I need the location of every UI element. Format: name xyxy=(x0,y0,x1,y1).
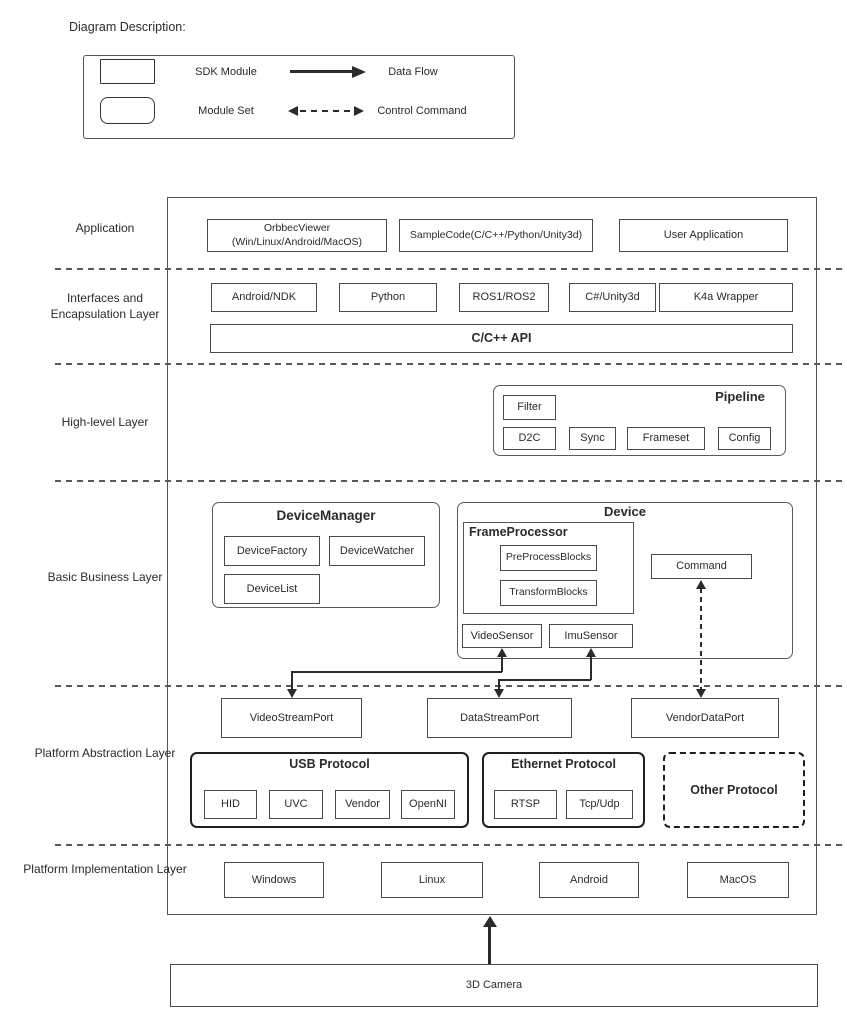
frame-processor-title: FrameProcessor xyxy=(469,525,568,539)
c-cpp-api-box: C/C++ API xyxy=(210,324,793,353)
orbbec-viewer-line2: (Win/Linux/Android/MacOS) xyxy=(231,235,363,248)
video-sensor-arrow-line xyxy=(291,671,293,690)
user-application-box: User Application xyxy=(619,219,788,252)
sdk-main-container xyxy=(167,197,817,915)
csharp-unity-box: C#/Unity3d xyxy=(569,283,656,312)
hid-box: HID xyxy=(204,790,257,819)
transform-blocks-box: TransformBlocks xyxy=(500,580,597,606)
layer-separator xyxy=(55,685,845,687)
command-arrowhead-icon xyxy=(696,580,706,589)
video-sensor-arrow-line xyxy=(501,656,503,672)
control-command-arrow-line xyxy=(300,110,352,112)
imu-sensor-arrow-line xyxy=(498,679,500,690)
legend-box xyxy=(83,55,515,139)
vendor-data-port-box: VendorDataPort xyxy=(631,698,779,738)
control-command-label: Control Command xyxy=(377,105,467,117)
device-list-box: DeviceList xyxy=(224,574,320,604)
layer-label-interfaces: Interfaces and Encapsulation Layer xyxy=(50,291,160,322)
pipeline-title: Pipeline xyxy=(715,389,765,404)
module-set-swatch xyxy=(100,97,155,124)
macos-box: MacOS xyxy=(687,862,789,898)
orbbec-viewer-line1: OrbbecViewer xyxy=(263,221,331,234)
device-manager-title: DeviceManager xyxy=(276,508,376,523)
imu-sensor-box: ImuSensor xyxy=(549,624,633,648)
other-protocol-box: Other Protocol xyxy=(663,752,805,828)
device-factory-box: DeviceFactory xyxy=(224,536,320,566)
camera-data-arrowhead-icon xyxy=(483,916,497,927)
linux-box: Linux xyxy=(381,862,483,898)
windows-box: Windows xyxy=(224,862,324,898)
layer-label-platform-implementation: Platform Implementation Layer xyxy=(23,862,187,876)
data-flow-arrowhead-icon xyxy=(352,65,366,78)
ros-box: ROS1/ROS2 xyxy=(459,283,549,312)
orbbec-viewer-box: OrbbecViewer (Win/Linux/Android/MacOS) xyxy=(207,219,387,252)
command-box: Command xyxy=(651,554,752,579)
data-stream-port-arrowhead-icon xyxy=(494,689,504,698)
sample-code-box: SampleCode(C/C++/Python/Unity3d) xyxy=(399,219,593,252)
uvc-box: UVC xyxy=(269,790,323,819)
layer-label-platform-abstraction: Platform Abstraction Layer xyxy=(34,746,176,760)
android-ndk-box: Android/NDK xyxy=(211,283,317,312)
filter-box: Filter xyxy=(503,395,556,420)
device-title: Device xyxy=(604,504,646,519)
imu-sensor-arrow-line xyxy=(590,656,592,680)
sync-box: Sync xyxy=(569,427,616,450)
camera-data-arrow-line xyxy=(488,925,491,964)
data-flow-label: Data Flow xyxy=(388,66,438,78)
layer-separator xyxy=(55,480,845,482)
layer-separator xyxy=(55,363,845,365)
k4a-wrapper-box: K4a Wrapper xyxy=(659,283,793,312)
python-box: Python xyxy=(339,283,437,312)
layer-separator xyxy=(55,844,845,846)
video-stream-port-arrowhead-icon xyxy=(287,689,297,698)
android-box: Android xyxy=(539,862,639,898)
imu-sensor-arrowhead-icon xyxy=(586,648,596,657)
layer-label-high-level: High-level Layer xyxy=(61,415,149,429)
video-sensor-arrow-line xyxy=(291,671,502,673)
video-stream-port-box: VideoStreamPort xyxy=(221,698,362,738)
usb-protocol-title: USB Protocol xyxy=(289,757,370,771)
sdk-module-swatch xyxy=(100,59,155,84)
data-stream-port-box: DataStreamPort xyxy=(427,698,572,738)
control-command-left-arrowhead-icon xyxy=(288,106,298,116)
ethernet-protocol-title: Ethernet Protocol xyxy=(511,757,616,771)
device-watcher-box: DeviceWatcher xyxy=(329,536,425,566)
legend-title: Diagram Description: xyxy=(69,20,186,34)
frameset-box: Frameset xyxy=(627,427,705,450)
video-sensor-box: VideoSensor xyxy=(462,624,542,648)
layer-label-basic-business: Basic Business Layer xyxy=(47,570,163,584)
config-box: Config xyxy=(718,427,771,450)
imu-sensor-arrow-line xyxy=(499,679,591,681)
layer-label-application: Application xyxy=(75,221,135,235)
camera-box: 3D Camera xyxy=(170,964,818,1007)
control-command-right-arrowhead-icon xyxy=(354,106,364,116)
module-set-label: Module Set xyxy=(198,105,254,117)
openni-box: OpenNI xyxy=(401,790,455,819)
sdk-module-label: SDK Module xyxy=(195,66,257,78)
d2c-box: D2C xyxy=(503,427,556,450)
command-control-dashed-line xyxy=(700,588,702,690)
data-flow-arrow-line xyxy=(290,70,354,73)
rtsp-box: RTSP xyxy=(494,790,557,819)
vendor-data-port-arrowhead-icon xyxy=(696,689,706,698)
video-sensor-arrowhead-icon xyxy=(497,648,507,657)
layer-separator xyxy=(55,268,845,270)
tcp-udp-box: Tcp/Udp xyxy=(566,790,633,819)
vendor-box: Vendor xyxy=(335,790,390,819)
pre-process-blocks-box: PreProcessBlocks xyxy=(500,545,597,571)
